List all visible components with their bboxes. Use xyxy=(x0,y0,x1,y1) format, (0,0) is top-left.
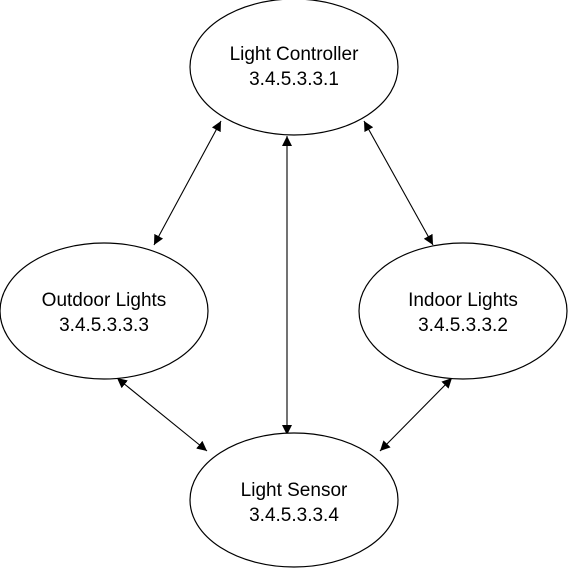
node-indoor-lights-title: Indoor Lights xyxy=(408,290,518,311)
node-light-sensor-title: Light Sensor xyxy=(241,480,348,501)
node-light-sensor-oid: 3.4.5.3.3.4 xyxy=(249,505,339,526)
node-indoor-lights-oid: 3.4.5.3.3.2 xyxy=(418,315,508,336)
edge-controller-outdoor xyxy=(153,120,222,246)
node-indoor-lights[interactable]: Indoor Lights 3.4.5.3.3.2 xyxy=(358,242,568,380)
node-outdoor-lights-shape xyxy=(0,242,209,380)
node-outdoor-lights-oid: 3.4.5.3.3.3 xyxy=(59,315,149,336)
edges xyxy=(116,120,453,452)
edge-controller-indoor xyxy=(363,120,434,246)
edge-outdoor-sensor xyxy=(116,377,208,452)
node-outdoor-lights-title: Outdoor Lights xyxy=(42,290,167,311)
node-light-controller[interactable]: Light Controller 3.4.5.3.3.1 xyxy=(189,0,399,136)
edge-indoor-sensor xyxy=(379,377,453,452)
node-outdoor-lights[interactable]: Outdoor Lights 3.4.5.3.3.3 xyxy=(0,242,209,380)
node-light-sensor[interactable]: Light Sensor 3.4.5.3.3.4 xyxy=(189,432,399,568)
node-light-controller-shape xyxy=(189,0,399,136)
node-indoor-lights-shape xyxy=(358,242,568,380)
node-light-sensor-shape xyxy=(189,432,399,568)
node-light-controller-title: Light Controller xyxy=(230,44,360,65)
node-light-controller-oid: 3.4.5.3.3.1 xyxy=(249,69,339,90)
